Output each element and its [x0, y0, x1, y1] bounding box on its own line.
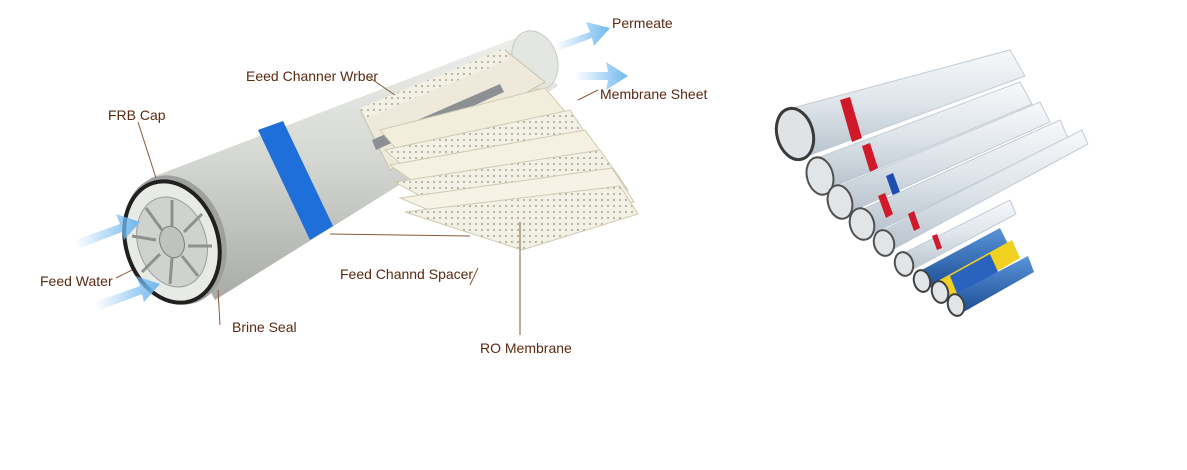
- label-feed-water: Feed Water: [40, 273, 113, 289]
- label-brine-seal: Brine Seal: [232, 319, 297, 335]
- element-tube-7: [918, 228, 1008, 290]
- membrane-leaves: [379, 87, 639, 251]
- label-frp-cap: FRB Cap: [108, 107, 166, 123]
- label-feed-channel-upper: Eeed Channer Wrber: [246, 68, 379, 84]
- flow-arrow-icon: [75, 22, 628, 310]
- blue-band: [258, 121, 333, 240]
- label-membrane-sheet: Membrane Sheet: [600, 86, 708, 102]
- element-tube-9: [952, 256, 1034, 314]
- label-feed-channel-spacer: Feed Channd Spacer: [340, 266, 474, 282]
- outer-wrap-mesh: [360, 48, 508, 118]
- leader-lines: [115, 77, 599, 335]
- ro-element-cutaway: [75, 22, 639, 335]
- ro-elements-bundle: [774, 49, 1089, 317]
- end-cap-icon: [122, 175, 227, 305]
- label-permeate: Permeate: [612, 15, 673, 31]
- label-ro-membrane: RO Membrane: [480, 340, 572, 356]
